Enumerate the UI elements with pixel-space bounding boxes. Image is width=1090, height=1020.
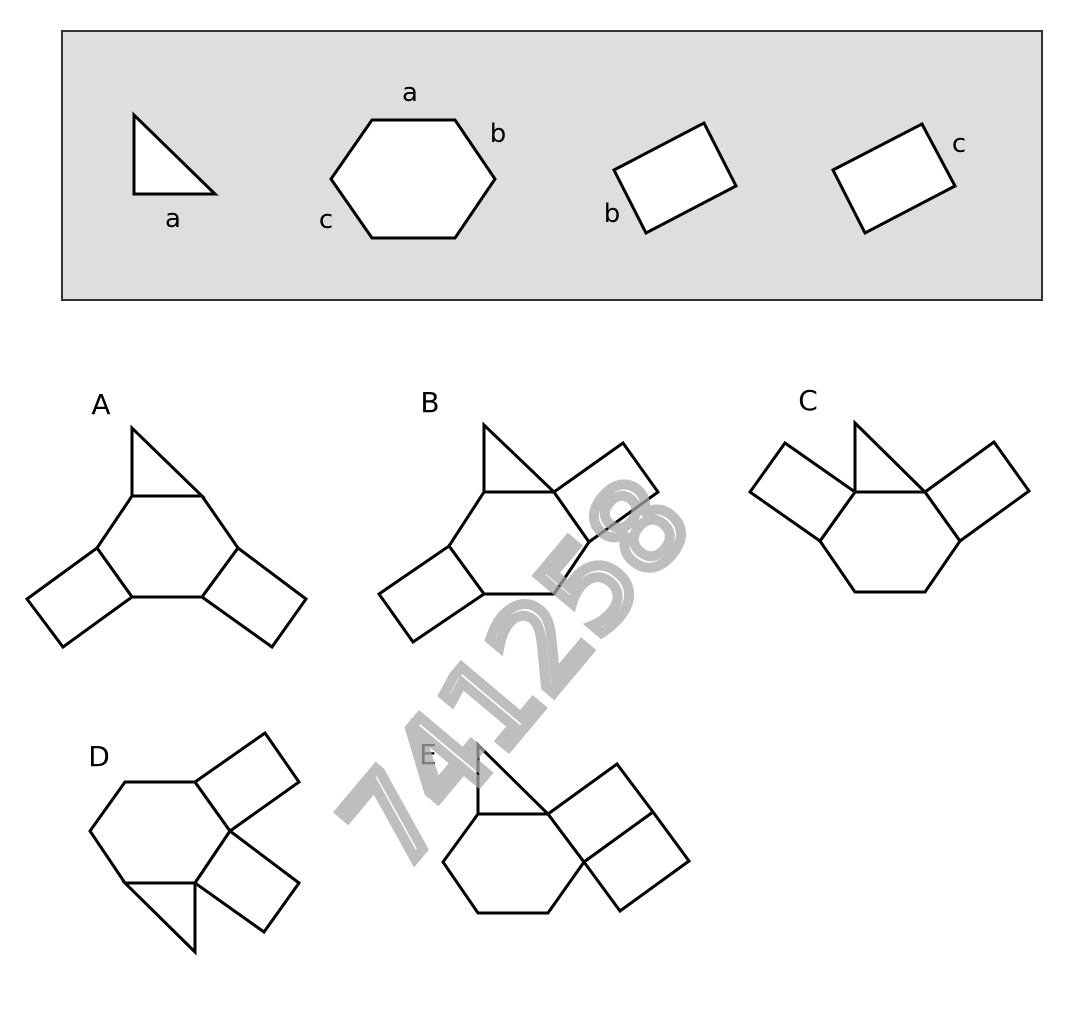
hexagon-edge-label-c: c [319,205,333,235]
reference-panel: a a b c b c [61,30,1043,301]
reference-rectangle-c [830,121,958,236]
option-a-left-rectangle [24,545,135,650]
option-c-triangle [853,419,929,494]
option-a-right-rectangle [199,545,309,650]
reference-hexagon [329,118,497,240]
option-d[interactable]: D [88,730,302,956]
option-c[interactable]: C [747,384,1032,594]
option-a-label: A [91,388,110,421]
option-b-left-rectangle [376,543,487,645]
option-c-label: C [798,384,818,417]
option-b-label: B [420,386,439,419]
option-c-right-rectangle [922,439,1032,544]
option-a[interactable]: A [24,388,309,650]
reference-triangle [132,111,219,196]
rectangle-edge-label-c: c [952,129,966,159]
option-d-top-rectangle [192,730,302,834]
option-c-left-rectangle [747,440,858,544]
option-b-triangle [482,421,558,494]
option-d-label: D [88,740,110,773]
option-e[interactable]: E [419,738,692,915]
option-e-label: E [419,738,437,771]
option-b-right-rectangle [551,440,661,545]
hexagon-edge-label-b: b [490,119,507,149]
option-b[interactable]: B [376,386,661,645]
reference-rectangle-b [611,120,739,236]
option-d-bottom-rectangle [192,828,302,935]
option-e-lower-rectangle [581,809,692,914]
triangle-edge-label-a: a [165,204,181,234]
rectangle-edge-label-b: b [604,199,621,229]
option-a-triangle [130,424,206,498]
option-d-triangle [121,881,197,956]
hexagon-edge-label-a: a [402,78,418,108]
